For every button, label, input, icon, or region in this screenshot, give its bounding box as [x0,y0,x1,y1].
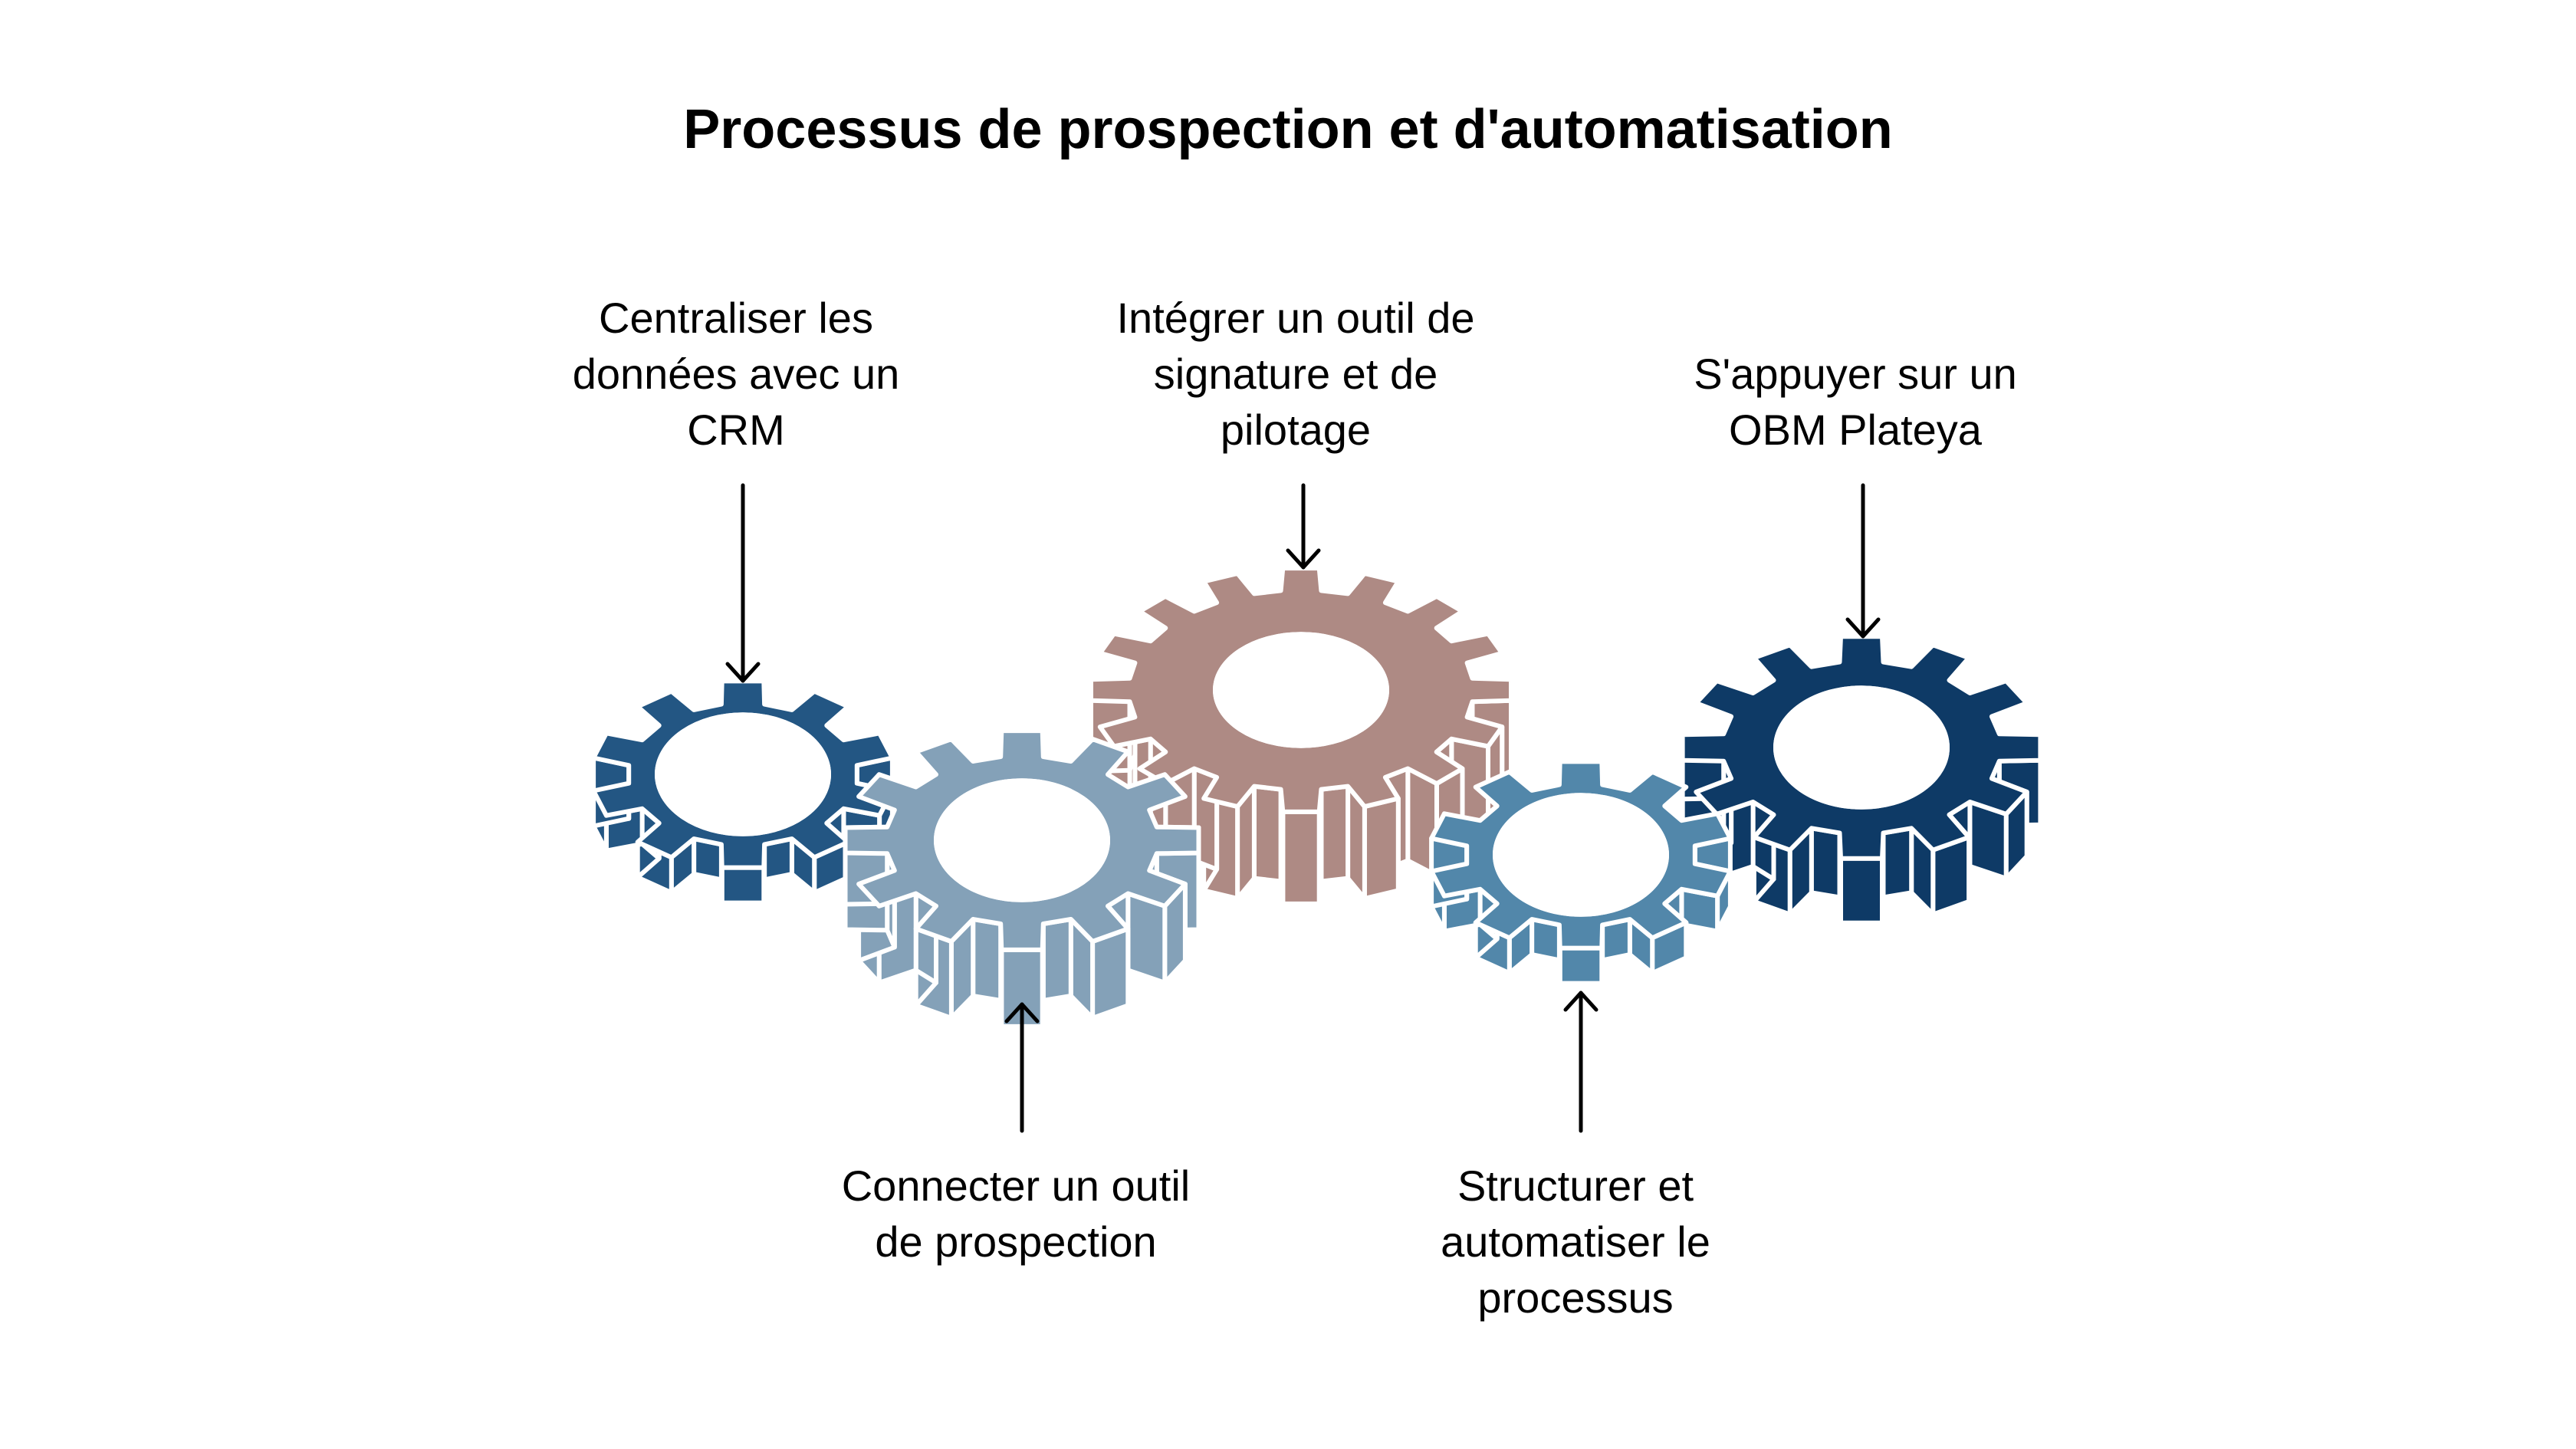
arrow-up-head-icon [1004,1002,1040,1024]
gear-obm-icon [1680,634,2043,925]
gear-side-face [971,917,1004,1003]
gear-automatisation-icon [1429,759,1733,986]
arrow-down-head-icon [725,662,761,683]
label-line: S'appuyer sur un [1694,350,2017,398]
gear-side-face [1251,784,1283,884]
gear-hole-rim [655,712,831,836]
label-line: OBM Plateya [1729,406,1982,454]
step-label-obm: S'appuyer sur un OBM Plateya [1610,346,2101,458]
diagram-title: Processus de prospection et d'automatisa… [683,99,1893,160]
arrow-prospection [1004,1002,1040,1133]
gear-hole-rim [1213,632,1389,748]
gear-side-face [1125,891,1168,985]
gear-side-face [1319,784,1351,884]
arrow-down-head-icon [1286,548,1321,570]
label-line: processus [1477,1273,1674,1322]
step-label-automatisation: Structurer et automatiser le processus [1330,1158,1821,1326]
gear-side-face [1362,796,1401,902]
arrow-signature [1286,483,1321,570]
gear-side-face [1809,826,1842,900]
label-line: CRM [687,406,785,454]
arrow-up-head-icon [1563,991,1598,1012]
label-line: Structurer et [1457,1162,1694,1210]
label-line: de prospection [875,1217,1157,1266]
arrow-automatisation [1563,991,1598,1133]
arrow-crm [725,483,761,683]
gear-prospection-icon [843,728,1201,1029]
gear-hole-rim [1773,685,1950,810]
gear-side-face [1090,926,1131,1020]
step-label-signature: Intégrer un outil de signature et de pil… [1050,290,1541,458]
gear-hole-rim [1493,793,1669,917]
label-line: Intégrer un outil de [1116,294,1475,342]
label-line: Centraliser les [599,294,873,342]
gear-side-face [1838,856,1884,925]
label-line: signature et de [1153,350,1438,398]
arrow-obm [1845,483,1881,639]
gear-side-face [1881,826,1914,900]
gear-hole-rim [934,778,1110,902]
gear-side-face [1280,809,1322,906]
label-line: Connecter un outil [841,1162,1191,1210]
gear-side-face [1040,917,1073,1003]
step-label-crm: Centraliser les données avec un CRM [491,290,981,458]
gear-side-face [1557,945,1605,986]
label-line: pilotage [1220,406,1372,454]
arrow-down-head-icon [1845,617,1881,639]
label-line: données avec un [572,350,900,398]
label-line: automatiser le [1441,1217,1710,1266]
step-label-prospection: Connecter un outil de prospection [770,1158,1261,1270]
gear-side-face [719,865,767,905]
